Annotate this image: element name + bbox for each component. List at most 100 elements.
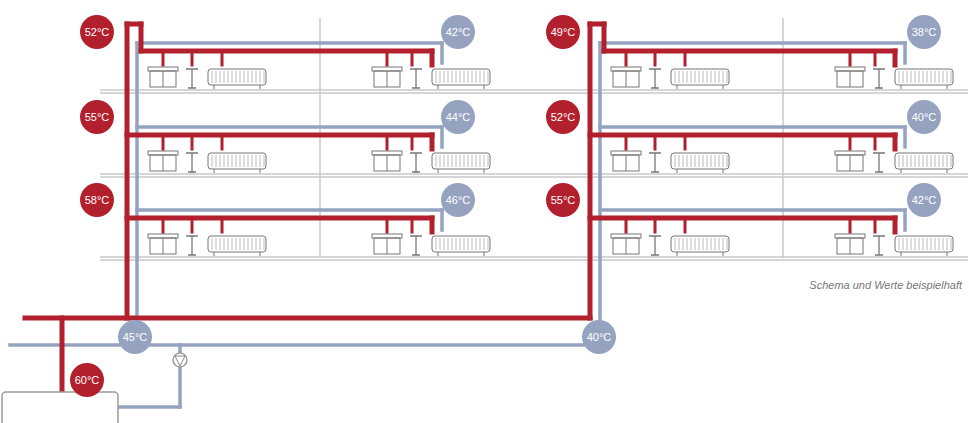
pipe bbox=[125, 24, 130, 318]
sanitary-fixtures bbox=[148, 67, 953, 256]
temperature-badge: 45°C bbox=[118, 320, 152, 354]
pipe bbox=[684, 135, 687, 149]
pipe bbox=[137, 41, 442, 45]
pipe bbox=[60, 318, 65, 392]
vanity bbox=[613, 155, 639, 171]
pipe bbox=[137, 125, 442, 129]
vanity bbox=[611, 151, 641, 155]
pipe bbox=[411, 218, 414, 232]
bathtub bbox=[208, 69, 266, 85]
pipe bbox=[440, 210, 444, 230]
pipe bbox=[411, 51, 414, 65]
building-outline bbox=[100, 18, 968, 260]
wash-basin bbox=[186, 236, 198, 255]
temperature-value: 42°C bbox=[446, 27, 471, 38]
vanity bbox=[613, 238, 639, 254]
pipe bbox=[893, 51, 898, 65]
vanity bbox=[150, 155, 176, 171]
temperature-value: 58°C bbox=[85, 195, 110, 206]
pipe bbox=[600, 125, 905, 129]
wash-basin bbox=[186, 153, 198, 172]
pipe bbox=[221, 135, 224, 149]
pipe bbox=[221, 51, 224, 65]
temperature-badge: 55°C bbox=[546, 183, 580, 217]
temperature-value: 52°C bbox=[85, 27, 110, 38]
pipe bbox=[903, 43, 907, 63]
bathtub bbox=[895, 69, 953, 85]
pipe bbox=[849, 51, 852, 65]
pump-symbol bbox=[173, 353, 187, 367]
bathtub bbox=[671, 153, 729, 169]
pipe bbox=[10, 343, 600, 347]
vanity bbox=[611, 67, 641, 71]
wash-basin bbox=[873, 69, 885, 88]
pipe bbox=[654, 218, 657, 232]
temperature-badge: 52°C bbox=[80, 15, 114, 49]
temperature-value: 52°C bbox=[551, 112, 576, 123]
bathtub bbox=[671, 236, 729, 252]
temperature-badge: 49°C bbox=[546, 15, 580, 49]
vanity bbox=[150, 71, 176, 87]
bathtub bbox=[208, 236, 266, 252]
vanity bbox=[374, 238, 400, 254]
bathtub bbox=[432, 153, 490, 169]
pipe bbox=[430, 135, 435, 149]
pipe bbox=[602, 24, 607, 51]
vanity bbox=[150, 238, 176, 254]
pipe bbox=[588, 24, 593, 318]
temperature-badge: 55°C bbox=[80, 100, 114, 134]
vanity bbox=[835, 234, 865, 238]
pipe bbox=[874, 51, 877, 65]
pipe bbox=[849, 135, 852, 149]
wash-basin bbox=[649, 236, 661, 255]
temperature-badge: 42°C bbox=[441, 15, 475, 49]
pipe bbox=[440, 43, 444, 63]
pipes bbox=[10, 24, 905, 407]
temperature-badge: 42°C bbox=[907, 183, 941, 217]
pipe bbox=[386, 135, 389, 149]
pipe bbox=[139, 24, 144, 51]
vanity bbox=[835, 67, 865, 71]
vanity bbox=[148, 234, 178, 238]
temperature-value: 46°C bbox=[446, 195, 471, 206]
pipe bbox=[600, 41, 905, 45]
pipe bbox=[118, 405, 180, 409]
temperature-badge: 52°C bbox=[546, 100, 580, 134]
bathtub bbox=[432, 69, 490, 85]
temperature-value: 45°C bbox=[123, 332, 148, 343]
vanity bbox=[374, 155, 400, 171]
wash-basin bbox=[410, 69, 422, 88]
pipe bbox=[654, 135, 657, 149]
temperature-value: 55°C bbox=[85, 112, 110, 123]
boiler bbox=[2, 392, 118, 423]
temperature-badge: 60°C bbox=[70, 363, 104, 397]
wash-basin bbox=[410, 236, 422, 255]
bathtub bbox=[895, 153, 953, 169]
pipe bbox=[137, 208, 442, 212]
pipe bbox=[162, 51, 165, 65]
pipe bbox=[600, 208, 905, 212]
pipe bbox=[874, 218, 877, 232]
temperature-badge: 40°C bbox=[907, 100, 941, 134]
temperature-value: 42°C bbox=[912, 195, 937, 206]
vanity bbox=[613, 71, 639, 87]
pipe bbox=[625, 218, 628, 232]
wash-basin bbox=[649, 153, 661, 172]
pipe bbox=[598, 43, 602, 345]
pipe bbox=[430, 51, 435, 65]
temperature-value: 44°C bbox=[446, 112, 471, 123]
pipe bbox=[893, 218, 898, 232]
temperature-value: 55°C bbox=[551, 195, 576, 206]
pipe bbox=[684, 218, 687, 232]
temperature-value: 49°C bbox=[551, 27, 576, 38]
pipe bbox=[221, 218, 224, 232]
note-text: Schema und Werte beispielhaft bbox=[809, 279, 962, 291]
pump-symbol bbox=[175, 356, 185, 366]
wash-basin bbox=[873, 236, 885, 255]
wash-basin bbox=[186, 69, 198, 88]
pipe bbox=[135, 43, 139, 345]
pipe bbox=[430, 218, 435, 232]
wash-basin bbox=[410, 153, 422, 172]
temperature-badge: 58°C bbox=[80, 183, 114, 217]
